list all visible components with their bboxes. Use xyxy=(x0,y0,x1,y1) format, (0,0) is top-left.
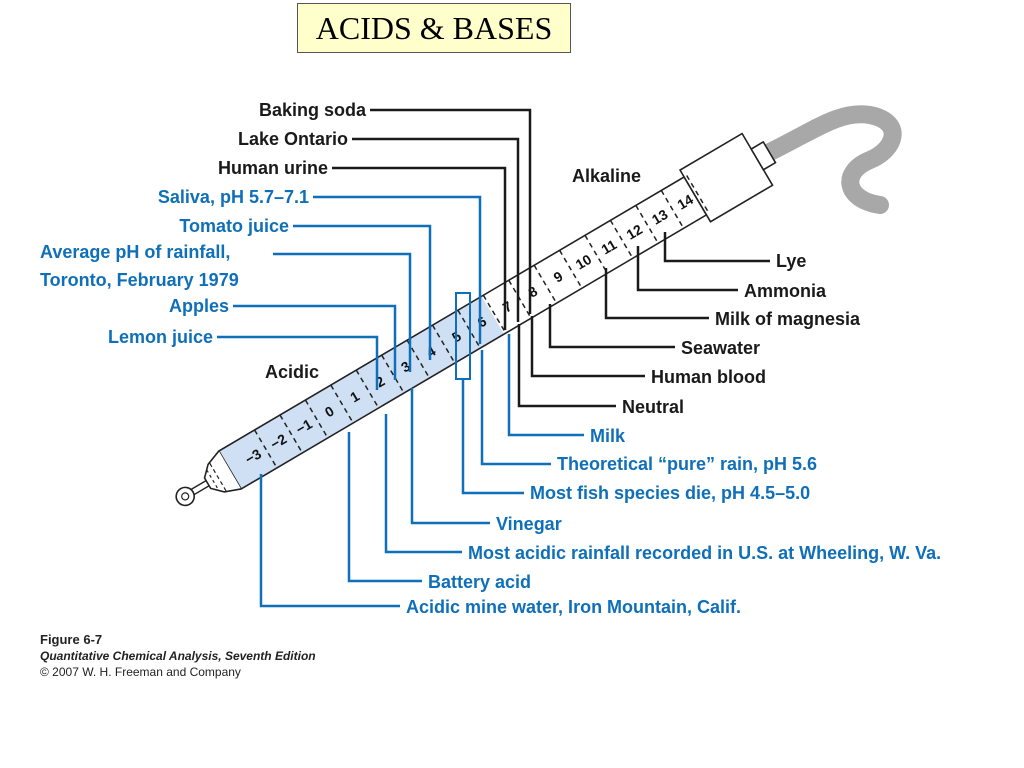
ph-tick-label: 12 xyxy=(624,221,646,243)
leader-lemon-juice xyxy=(217,335,379,390)
label-human-blood: Human blood xyxy=(651,367,766,387)
label-mine-water: Acidic mine water, Iron Mountain, Calif. xyxy=(406,597,741,617)
scale-divider xyxy=(508,279,532,319)
leader-milk-of-magnesia xyxy=(604,268,709,320)
label-seawater: Seawater xyxy=(681,338,760,358)
ph-tick-label: 8 xyxy=(525,283,540,301)
ph-tick-label: −1 xyxy=(293,415,315,437)
leader-ammonia xyxy=(636,246,738,292)
scale-divider xyxy=(558,249,583,289)
leader-neutral xyxy=(517,324,616,408)
scale-divider xyxy=(355,369,380,409)
scale-divider xyxy=(253,429,278,469)
label-saliva: Saliva, pH 5.7–7.1 xyxy=(158,187,309,207)
label-lake-ontario: Lake Ontario xyxy=(238,129,348,149)
scale-divider xyxy=(660,190,685,229)
scale-divider xyxy=(431,324,456,364)
acidic-label: Acidic xyxy=(265,362,319,382)
probe-cable xyxy=(761,105,902,214)
label-acidic-rainfall: Most acidic rainfall recorded in U.S. at… xyxy=(468,543,941,563)
ph-tick-label: 13 xyxy=(649,206,671,228)
leader-mine-water xyxy=(259,474,400,608)
label-pure-rain: Theoretical “pure” rain, pH 5.6 xyxy=(557,454,817,474)
leader-lake-ontario xyxy=(352,137,520,322)
label-human-urine: Human urine xyxy=(218,158,328,178)
leader-saliva xyxy=(313,195,482,344)
leader-battery-acid xyxy=(347,432,422,583)
label-rainfall-line1: Average pH of rainfall, xyxy=(40,242,230,262)
ph-tick-label: 9 xyxy=(551,268,566,286)
figure-copyright: © 2007 W. H. Freeman and Company xyxy=(40,665,241,679)
ph-tick-label: 7 xyxy=(500,298,515,316)
label-vinegar: Vinegar xyxy=(496,514,562,534)
scale-divider xyxy=(609,219,634,259)
leader-seawater xyxy=(548,304,675,349)
leader-human-urine xyxy=(332,166,507,330)
slide-title: ACIDS & BASES xyxy=(297,3,571,53)
leader-fish-die xyxy=(461,379,524,495)
label-apples: Apples xyxy=(169,296,229,316)
scale-divider xyxy=(381,354,405,394)
label-lye: Lye xyxy=(776,251,806,271)
acidic-range-band xyxy=(218,296,504,489)
figure-caption: Figure 6-7 Quantitative Chemical Analysi… xyxy=(40,632,316,680)
label-milk: Milk xyxy=(590,426,626,446)
label-baking-soda: Baking soda xyxy=(259,100,367,120)
leader-human-blood xyxy=(530,316,645,378)
ph-tick-label: −2 xyxy=(268,430,290,452)
label-fish-die: Most fish species die, pH 4.5–5.0 xyxy=(530,483,810,503)
scale-divider xyxy=(584,234,609,274)
ph-tick-label: 10 xyxy=(573,251,595,273)
ph-tick-label: −3 xyxy=(242,445,264,467)
scale-divider xyxy=(635,205,659,244)
leader-apples xyxy=(233,304,397,380)
label-milk-of-magnesia: Milk of magnesia xyxy=(715,309,861,329)
scale-divider xyxy=(304,399,329,439)
leader-milk xyxy=(507,334,584,437)
label-battery-acid: Battery acid xyxy=(428,572,531,592)
leader-pure-rain xyxy=(480,350,551,466)
leader-lye xyxy=(663,232,770,263)
figure-book-title: Quantitative Chemical Analysis, Seventh … xyxy=(40,649,316,663)
ph-tick-label: 14 xyxy=(674,191,696,213)
leader-acidic-rainfall xyxy=(384,414,462,554)
leader-rainfall xyxy=(273,252,412,372)
leader-baking-soda xyxy=(370,108,532,314)
label-tomato-juice: Tomato juice xyxy=(179,216,289,236)
scale-divider xyxy=(686,175,710,214)
leader-tomato-juice xyxy=(293,224,432,360)
label-ammonia: Ammonia xyxy=(744,281,827,301)
leader-vinegar xyxy=(410,388,490,525)
ph-tick-label: 11 xyxy=(598,236,619,257)
scale-divider xyxy=(482,294,507,334)
scale-divider xyxy=(330,384,354,424)
probe-cap xyxy=(750,140,777,171)
scale-divider xyxy=(533,264,558,304)
scale-divider xyxy=(279,414,303,454)
label-rainfall-line2: Toronto, February 1979 xyxy=(40,270,239,290)
label-lemon-juice: Lemon juice xyxy=(108,327,213,347)
label-neutral: Neutral xyxy=(622,397,684,417)
scale-divider xyxy=(406,339,431,379)
alkaline-label: Alkaline xyxy=(572,166,641,186)
figure-number: Figure 6-7 xyxy=(40,632,103,647)
